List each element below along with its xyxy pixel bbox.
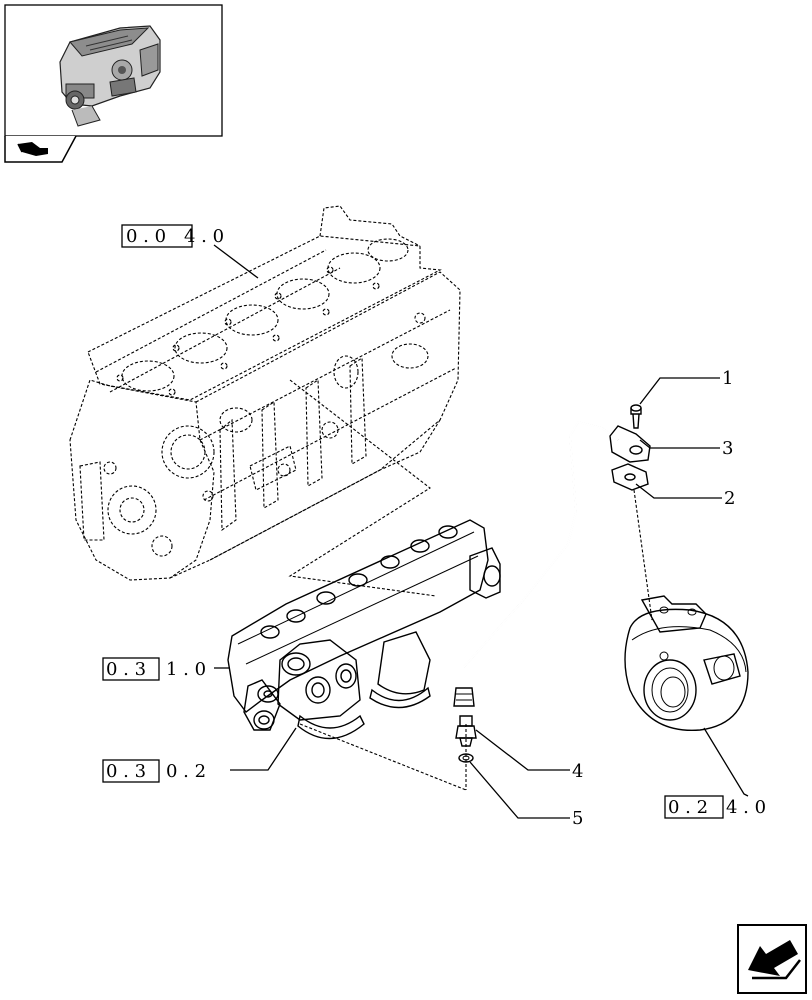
assembly-axis-block xyxy=(288,379,437,597)
callout-1[interactable]: 1 xyxy=(722,368,733,389)
engine-block-phantom xyxy=(69,205,461,581)
ref-engine-block-rest: 4 . 0 xyxy=(184,226,224,247)
callout-3[interactable]: 3 xyxy=(722,438,733,459)
assembly-axis-filter xyxy=(299,723,467,791)
bookmark-arrow-icon[interactable] xyxy=(4,135,77,163)
callout-5[interactable]: 5 xyxy=(572,808,583,829)
ref-turbocharger[interactable]: 0 . 2 4 . 0 xyxy=(664,795,766,819)
ref-oil-filter-boxed: 0 . 3 xyxy=(106,761,146,782)
pipe-union[interactable] xyxy=(455,715,477,747)
cylinder-bores xyxy=(116,238,409,396)
page-back-arrow-icon[interactable] xyxy=(737,924,807,994)
ref-turbocharger-rest: 4 . 0 xyxy=(726,797,766,818)
union-washer[interactable] xyxy=(458,753,474,763)
turbo-oil-feed-pipe[interactable] xyxy=(453,420,619,707)
ref-oil-filter-support-boxed: 0 . 3 xyxy=(106,659,146,680)
ref-engine-block-boxed: 0 . 0 xyxy=(126,226,166,247)
engine-thumbnail[interactable] xyxy=(4,4,223,163)
ref-oil-filter-support[interactable]: 0 . 3 1 . 0 xyxy=(102,657,206,681)
ref-oil-filter[interactable]: 0 . 3 0 . 2 xyxy=(102,759,206,783)
turbocharger[interactable] xyxy=(624,595,749,732)
ref-turbocharger-boxed: 0 . 2 xyxy=(668,797,708,818)
ref-oil-filter-rest: 0 . 2 xyxy=(166,761,206,782)
flange-gasket[interactable] xyxy=(611,463,649,491)
ref-oil-filter-support-rest: 1 . 0 xyxy=(166,659,206,680)
pressure-valve xyxy=(243,679,281,731)
pipe-flange[interactable] xyxy=(609,425,651,463)
oil-filter-support[interactable] xyxy=(227,519,501,740)
support-bosses xyxy=(260,525,458,639)
assembly-axis-turbo xyxy=(633,489,653,621)
flange-screw[interactable] xyxy=(630,404,642,429)
callout-2[interactable]: 2 xyxy=(724,488,735,509)
leader-lines xyxy=(213,244,749,819)
callout-4[interactable]: 4 xyxy=(572,761,583,782)
engine-thumbnail-icon xyxy=(59,25,161,127)
ref-engine-block[interactable]: 0 . 0 4 . 0 xyxy=(121,224,224,248)
